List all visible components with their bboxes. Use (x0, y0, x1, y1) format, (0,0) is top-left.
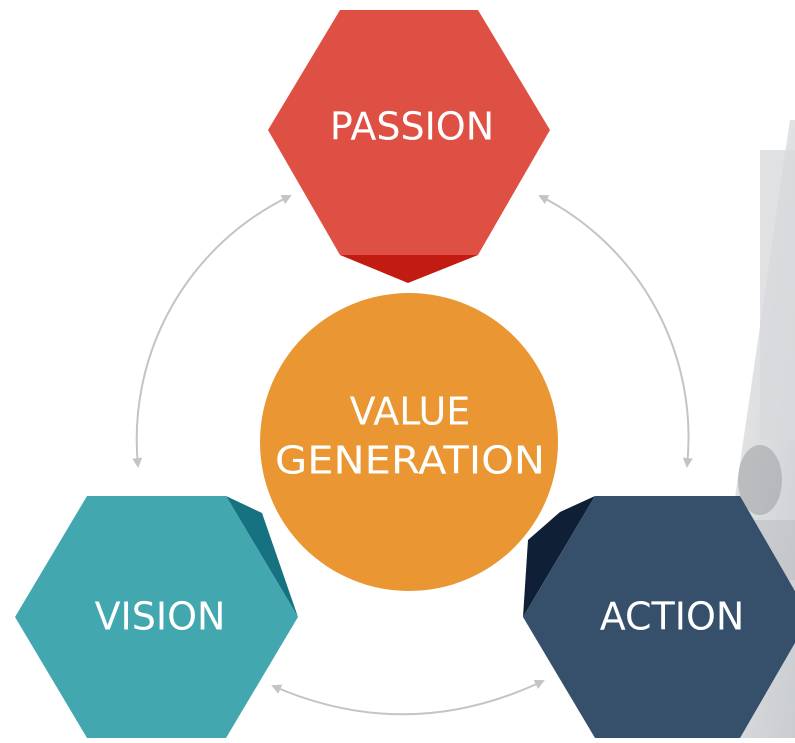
passion-hexagon-shade (340, 255, 478, 283)
arrow-vision-passion (132, 194, 292, 468)
center-node: VALUE GENERATION (260, 293, 558, 591)
arrow-passion-action (538, 195, 693, 468)
vision-hexagon (15, 496, 298, 738)
vision-label: VISION (95, 595, 226, 639)
arrow-vision-action (271, 679, 545, 716)
action-hexagon (523, 496, 795, 738)
action-node: ACTION (523, 496, 795, 738)
cycle-arrows (132, 194, 693, 716)
passion-hexagon (268, 10, 550, 255)
center-label-line1: VALUE (350, 390, 471, 434)
passion-label: PASSION (330, 105, 494, 149)
vision-node: VISION (15, 496, 298, 738)
passion-node: PASSION (268, 10, 550, 283)
action-label: ACTION (600, 595, 745, 639)
center-label-line2: GENERATION (275, 439, 545, 483)
center-circle (260, 293, 558, 591)
